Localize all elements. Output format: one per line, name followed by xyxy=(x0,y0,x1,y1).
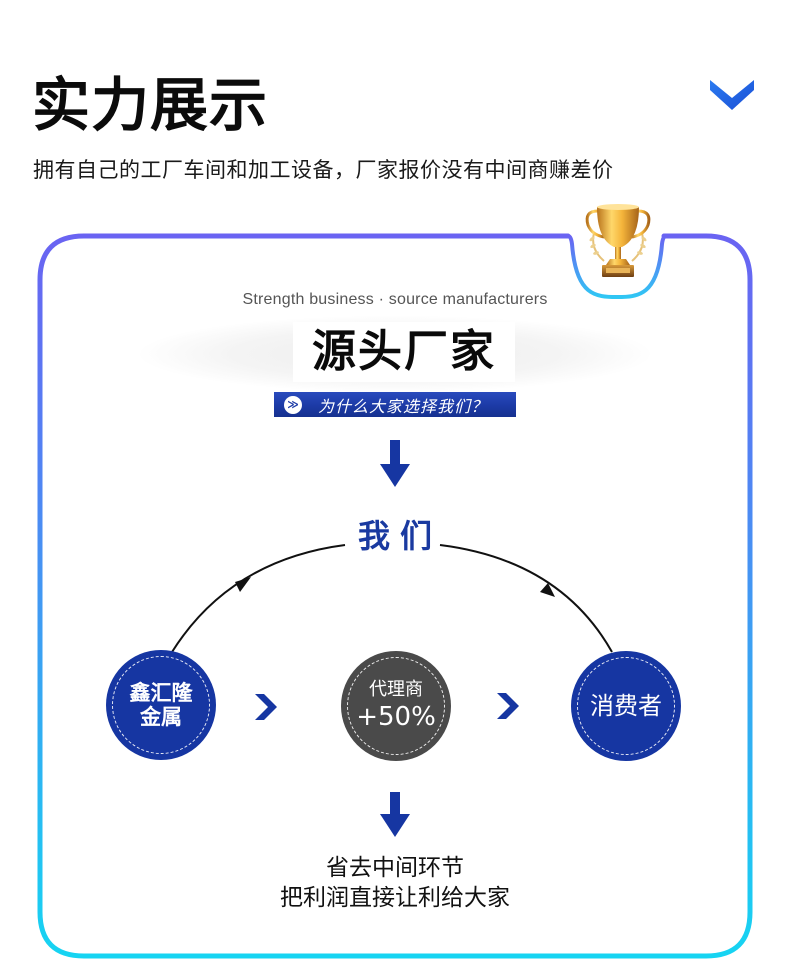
node-agent-markup: +50% xyxy=(356,702,436,732)
arrow-down-icon xyxy=(380,440,410,487)
node-manufacturer-line2: 金属 xyxy=(140,705,182,729)
chevron-down-icon xyxy=(710,80,754,110)
node-agent-line1: 代理商 xyxy=(369,679,423,700)
main-title-box: 源头厂家 xyxy=(293,322,515,382)
chevron-right-icon xyxy=(255,694,277,720)
conclusion-line2: 把利润直接让利给大家 xyxy=(280,885,510,911)
page-title: 实力展示 xyxy=(32,71,269,139)
main-title: 源头厂家 xyxy=(312,326,496,377)
node-agent: 代理商 +50% xyxy=(341,651,451,761)
trophy-icon xyxy=(585,204,651,277)
we-label: 我们 xyxy=(357,517,442,555)
node-manufacturer: 鑫汇隆 金属 xyxy=(106,650,216,760)
node-consumer-label: 消费者 xyxy=(590,692,662,720)
node-consumer: 消费者 xyxy=(571,651,681,761)
double-chevron-right-icon: ≫ xyxy=(284,395,302,414)
chevron-right-icon xyxy=(497,693,519,719)
why-choose-us-banner: ≫ 为什么大家选择我们？ xyxy=(274,392,516,417)
node-manufacturer-line1: 鑫汇隆 xyxy=(129,681,193,705)
english-tagline: Strength business · source manufacturers xyxy=(242,291,548,308)
arrow-down-icon xyxy=(380,792,410,837)
conclusion-text: 省去中间环节 把利润直接让利给大家 xyxy=(0,853,790,913)
page-subtitle: 拥有自己的工厂车间和加工设备，厂家报价没有中间商赚差价 xyxy=(33,158,614,182)
conclusion-line1: 省去中间环节 xyxy=(326,855,464,881)
why-choose-us-label: 为什么大家选择我们？ xyxy=(318,396,489,416)
